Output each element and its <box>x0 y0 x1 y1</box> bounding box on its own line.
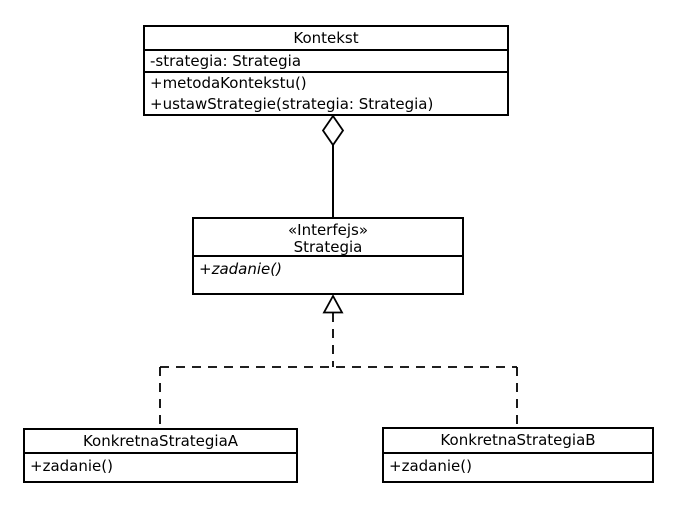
attributes-compartment: -strategia: Strategia <box>145 51 507 73</box>
method-line: +zadanie() <box>30 457 113 475</box>
methods-compartment: +zadanie() <box>25 454 296 481</box>
methods-compartment: +zadanie() <box>384 454 652 481</box>
class-box-strategia: «Interfejs» Strategia +zadanie() <box>192 217 464 295</box>
method-line: +metodaKontekstu() <box>150 74 307 92</box>
method-line: +ustawStrategie(strategia: Strategia) <box>150 95 434 113</box>
class-name-konkretna-strategia-a: KonkretnaStrategiaA <box>25 430 296 454</box>
realization-dashed-lines <box>159 313 518 428</box>
method-line-abstract: +zadanie() <box>199 260 282 278</box>
methods-compartment: +metodaKontekstu() +ustawStrategie(strat… <box>145 73 507 115</box>
method-line: +zadanie() <box>389 457 472 475</box>
methods-compartment: +zadanie() <box>194 257 462 293</box>
class-name-strategia: Strategia <box>293 238 363 256</box>
class-box-konkretna-strategia-a: KonkretnaStrategiaA +zadanie() <box>23 428 298 483</box>
class-box-kontekst: Kontekst -strategia: Strategia +metodaKo… <box>143 25 509 116</box>
stereotype-label: «Interfejs» <box>287 221 369 239</box>
attribute-line: -strategia: Strategia <box>150 52 302 70</box>
class-box-konkretna-strategia-b: KonkretnaStrategiaB +zadanie() <box>382 427 654 483</box>
class-name-kontekst: Kontekst <box>145 27 507 51</box>
class-name-konkretna-strategia-b: KonkretnaStrategiaB <box>384 429 652 454</box>
realization-triangle-icon <box>322 294 344 314</box>
aggregation-diamond-icon <box>321 114 345 147</box>
interface-header: «Interfejs» Strategia <box>194 219 462 257</box>
